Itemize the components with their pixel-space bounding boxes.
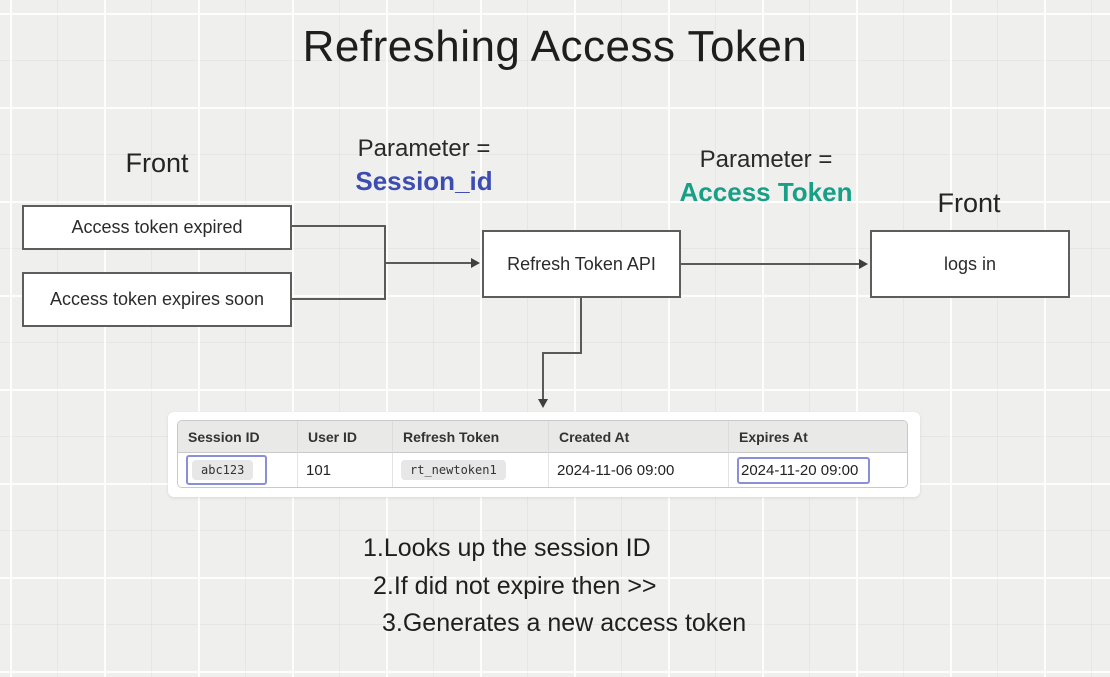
cell-user-id: 101 <box>298 453 393 487</box>
parameter-session-id: Parameter = Session_id <box>355 134 492 198</box>
connector-expires-soon-to-junction <box>291 298 386 300</box>
arrowhead-into-table-icon <box>538 399 548 408</box>
node-label: logs in <box>943 253 997 274</box>
front-label-right: Front <box>937 188 1001 218</box>
session-id-highlight-box: abc123 <box>186 455 268 485</box>
cell-session-id: abc123 <box>178 453 298 487</box>
column-header-session-id: Session ID <box>178 421 298 453</box>
node-label: Refresh Token API <box>507 253 656 274</box>
column-header-expires-at: Expires At <box>729 421 907 453</box>
front-label-left: Front <box>125 148 189 178</box>
node-label: Access token expires soon <box>49 289 265 309</box>
parameter-prefix: Parameter = <box>357 135 491 162</box>
cell-created-at: 2024-11-06 09:00 <box>549 453 729 487</box>
step-3: 3.Generates a new access token <box>382 609 747 637</box>
table-row: abc123 101 rt_newtoken1 2024-11-06 09:00… <box>178 453 907 487</box>
session-table: Session ID User ID Refresh Token Created… <box>177 420 908 488</box>
connector-junction-to-api <box>384 262 472 264</box>
cell-refresh-token: rt_newtoken1 <box>393 453 549 487</box>
connector-elbow-horizontal <box>542 352 582 354</box>
column-header-created-at: Created At <box>549 421 729 453</box>
arrowhead-into-logs-in-icon <box>859 259 868 269</box>
node-access-token-expires-soon: Access token expires soon <box>22 272 292 327</box>
refresh-token-value: rt_newtoken1 <box>401 460 506 480</box>
parameter-value-access-token: Access Token <box>679 177 853 207</box>
parameter-access-token: Parameter = Access Token <box>680 145 853 209</box>
session-table-card: Session ID User ID Refresh Token Created… <box>168 412 920 497</box>
created-at-value: 2024-11-06 09:00 <box>557 461 675 479</box>
cell-expires-at: 2024-11-20 09:00 <box>729 453 907 487</box>
step-2: 2.If did not expire then >> <box>373 572 657 600</box>
user-id-value: 101 <box>306 461 332 479</box>
expires-at-highlight-box: 2024-11-20 09:00 <box>737 456 871 484</box>
parameter-prefix: Parameter = <box>699 146 833 173</box>
step-1: 1.Looks up the session ID <box>363 534 651 562</box>
arrowhead-into-api-icon <box>471 258 480 268</box>
connector-expired-to-junction <box>291 225 386 227</box>
node-access-token-expired: Access token expired <box>22 205 292 250</box>
page-title: Refreshing Access Token <box>302 22 808 71</box>
node-label: Access token expired <box>71 217 243 237</box>
connector-api-to-logs-in <box>681 263 860 265</box>
connector-api-down <box>580 298 582 354</box>
connector-down-to-table <box>542 352 544 400</box>
session-id-value: abc123 <box>192 460 254 480</box>
column-header-user-id: User ID <box>298 421 393 453</box>
node-logs-in: logs in <box>870 230 1070 298</box>
column-header-refresh-token: Refresh Token <box>393 421 549 453</box>
node-refresh-token-api: Refresh Token API <box>482 230 681 298</box>
table-header-row: Session ID User ID Refresh Token Created… <box>178 421 907 453</box>
parameter-value-session-id: Session_id <box>355 166 493 196</box>
